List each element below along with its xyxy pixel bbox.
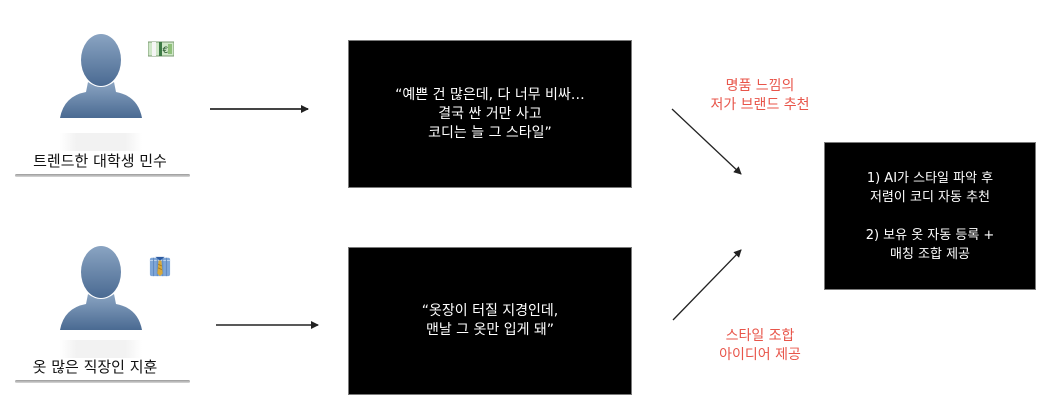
connector-label-bottom: 스타일 조합 아이디어 제공 [695,327,825,365]
arrow-quote1-to-solution [671,108,742,175]
connector-label-line: 저가 브랜드 추천 [710,97,810,113]
quote-line: 결국 싼 거만 사고 [438,105,542,122]
label-backdrop [60,133,142,151]
quote-line: “예쁜 건 많은데, 다 너무 비싸… [395,86,585,103]
quote-line: 코디는 늘 그 스타일” [428,124,552,141]
solution-line: 매칭 조합 제공 [889,246,971,262]
label-underline [15,174,190,177]
shirt-and-tie-icon [149,256,171,277]
svg-text:€: € [163,46,169,56]
quote-line: 맨날 그 옷만 입게 돼” [425,322,555,338]
connector-label-top: 명품 느낌의 저가 브랜드 추천 [690,77,830,115]
label-backdrop [60,340,142,358]
quote-box-jihoon: “옷장이 터질 지경인데, 맨날 그 옷만 입게 돼” [348,247,632,395]
connector-label-line: 스타일 조합 [725,328,795,344]
quote-line: “옷장이 터질 지경인데, [421,303,559,319]
money-banknote-icon: € [148,41,174,57]
solution-line: 2) 보유 옷 자동 등록 + [865,227,995,243]
person-silhouette-icon [60,246,142,330]
solution-box: 1) AI가 스타일 파악 후 저렴이 코디 자동 추천 2) 보유 옷 자동 … [824,142,1036,290]
persona-name-label: 옷 많은 직장인 지훈 [32,358,158,376]
label-underline [15,380,190,383]
connector-label-line: 아이디어 제공 [719,347,801,363]
quote-box-minsu: “예쁜 건 많은데, 다 너무 비싸… 결국 싼 거만 사고 코디는 늘 그 스… [348,40,632,188]
arrow-quote2-to-solution [672,249,742,321]
person-silhouette-icon [60,34,142,118]
solution-line: 1) AI가 스타일 파악 후 [866,170,994,186]
solution-line: 저렴이 코디 자동 추천 [869,189,991,205]
connector-label-line: 명품 느낌의 [725,78,795,94]
persona-name-label: 트렌드한 대학생 민수 [33,152,167,170]
